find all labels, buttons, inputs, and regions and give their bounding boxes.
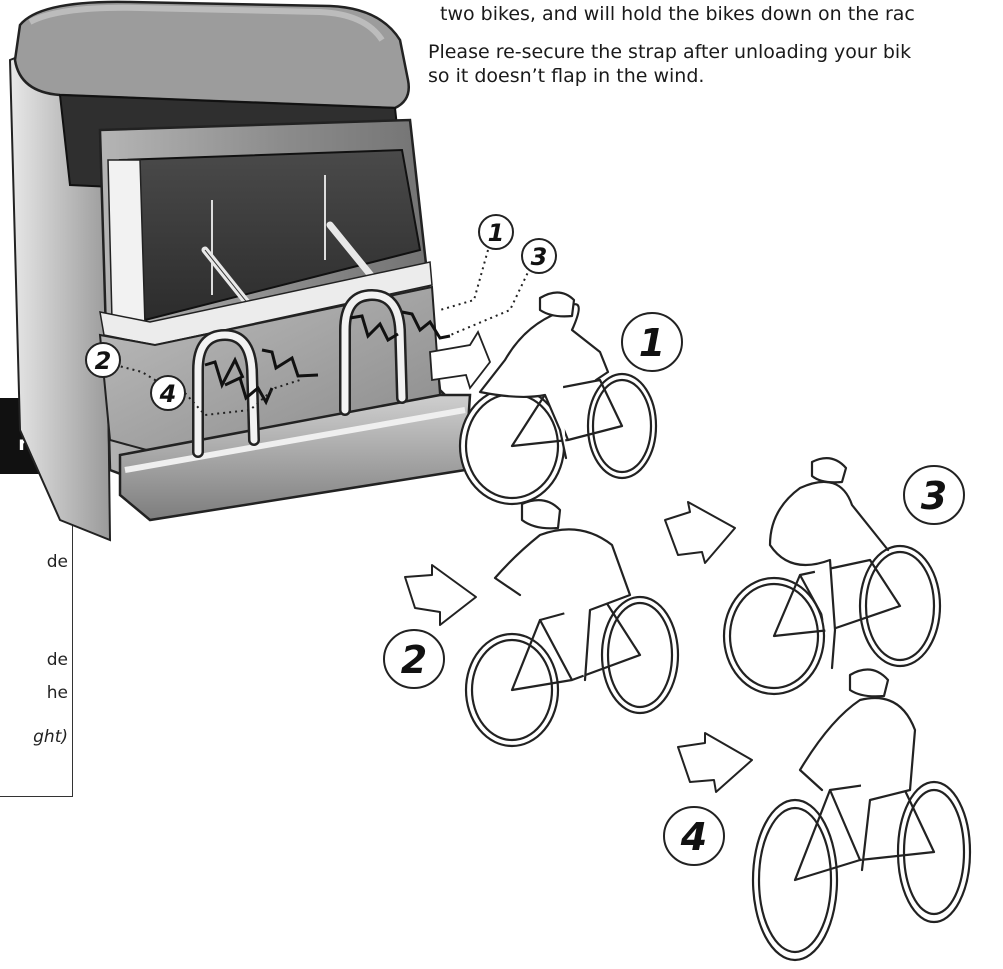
bus-illustration: [10, 2, 530, 540]
cyclist-2: [466, 500, 678, 746]
rack-slot-badge-4: 4: [151, 376, 185, 410]
svg-text:4: 4: [159, 380, 177, 408]
svg-text:3: 3: [921, 474, 947, 518]
rider-badge-1: 1: [622, 313, 682, 371]
rack-slot-badge-1: 1: [479, 215, 513, 249]
rider-badge-3: 3: [904, 466, 964, 524]
svg-text:3: 3: [531, 243, 548, 271]
svg-text:4: 4: [680, 815, 707, 859]
svg-text:2: 2: [95, 347, 112, 375]
rack-slot-badge-2: 2: [86, 343, 120, 377]
rider-badge-4: 4: [664, 807, 724, 865]
svg-text:1: 1: [639, 321, 665, 365]
arrow-icon: [405, 565, 476, 625]
svg-text:1: 1: [488, 219, 505, 247]
svg-text:2: 2: [401, 638, 427, 682]
arrow-icon: [678, 733, 752, 792]
rack-slot-badge-3: 3: [522, 239, 556, 273]
cyclist-4: [753, 670, 970, 960]
rider-badge-2: 2: [384, 630, 444, 688]
cyclist-1: [460, 292, 656, 504]
arrow-icon: [665, 502, 735, 563]
